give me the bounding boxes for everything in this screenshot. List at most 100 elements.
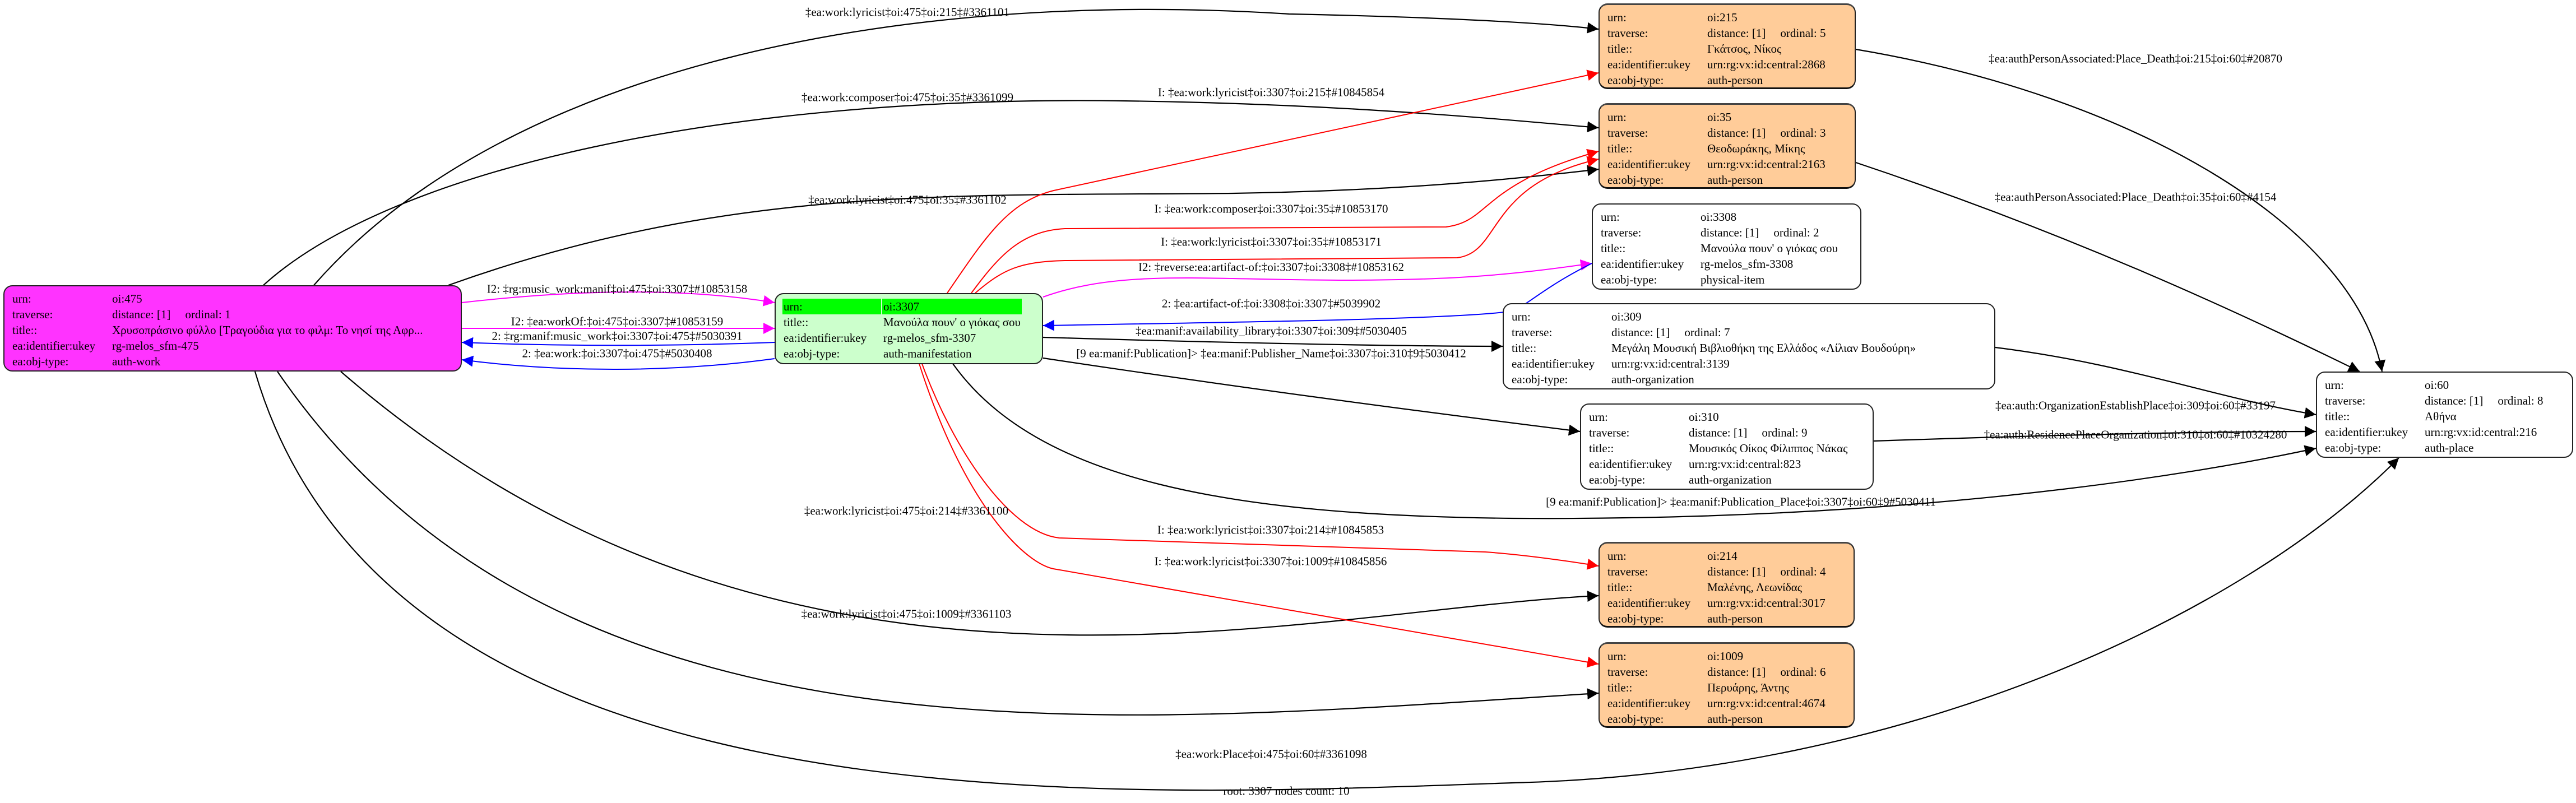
field-label: ea:identifier:ukey — [1512, 357, 1595, 370]
field-row-title: title::Μεγάλη Μουσική Βιβλιοθήκη της Ελλ… — [1511, 340, 1917, 356]
field-row-traverse: traverse:distance: [1]ordinal: 4 — [1606, 564, 1827, 579]
field-label: title:: — [2325, 410, 2350, 423]
field-value: auth-person — [1707, 712, 1763, 726]
field-label: urn: — [1607, 549, 1627, 563]
edge-3307-to-35 — [971, 148, 1599, 294]
field-value: rg-melos_sfm-475 — [112, 339, 199, 352]
field-label: traverse: — [1601, 226, 1642, 239]
field-label: title:: — [1607, 42, 1633, 55]
field-value: urn:rg:vx:id:central:2163 — [1707, 157, 1826, 171]
edge-3307-to-310 — [1043, 357, 1581, 436]
distance-value: distance: [1] — [2425, 394, 2484, 407]
field-label: ea:identifier:ukey — [1607, 58, 1691, 71]
field-label: traverse: — [1607, 665, 1648, 679]
field-value: oi:309 — [1611, 310, 1642, 323]
field-label: ea:obj-type: — [1607, 712, 1664, 726]
field-value: auth-work — [112, 355, 161, 368]
edge-475-to-35 — [263, 100, 1599, 286]
field-value: urn:rg:vx:id:central:4674 — [1707, 697, 1826, 710]
distance-value: distance: [1] — [1689, 426, 1748, 439]
edge-label: 2: ‡ea:work:‡oi:3307‡oi:475‡#5030408 — [522, 346, 712, 360]
graph-footer: root: 3307 nodes count: 10 — [1223, 784, 1350, 798]
edge-475-to-60 — [254, 371, 2399, 791]
field-row-traverse: traverse: distance: [1]ordinal: 6 — [1606, 664, 1827, 680]
field-label: ea:obj-type: — [1589, 473, 1646, 486]
field-label: urn: — [1512, 310, 1531, 323]
edge-label: I: ‡ea:work:composer‡oi:3307‡oi:35‡#1085… — [1154, 202, 1388, 216]
edge-label: I: ‡ea:work:lyricist‡oi:3307‡oi:1009‡#10… — [1154, 554, 1387, 568]
distance-value: distance: [1] — [1707, 665, 1766, 679]
ordinal-value: ordinal: 8 — [2498, 394, 2543, 407]
field-label: ea:identifier:ukey — [1589, 457, 1672, 471]
traverse-value: distance: [1]ordinal: 6 — [1706, 664, 1827, 680]
edge-label: ‡ea:manif:availability_library‡oi:3307‡o… — [1135, 324, 1407, 338]
field-label: ea:identifier:ukey — [1607, 697, 1691, 710]
field-label: ea:identifier:ukey — [784, 331, 867, 345]
node-1009[interactable]: urn: oi:1009 traverse: distance: [1]ordinal… — [1599, 642, 1855, 728]
field-label: traverse: — [1589, 426, 1630, 439]
field-label: urn: — [1607, 649, 1627, 663]
edge-label: ‡ea:work:lyricist‡oi:475‡oi:35‡#3361102 — [808, 193, 1007, 207]
field-value: oi:35 — [1707, 110, 1732, 124]
field-value: auth-person — [1707, 73, 1763, 87]
edge-3307-to-214 — [921, 363, 1599, 570]
field-row-traverse: traverse: distance: [1]ordinal: 3 — [1606, 125, 1827, 141]
field-row-traverse: traverse:distance: [1]ordinal: 9 — [1588, 425, 1848, 440]
edge-label: 2: ‡rg:manif:music_work‡oi:3307‡oi:475‡#… — [492, 329, 743, 343]
edge-label: ‡ea:authPersonAssociated:Place_Death‡oi:… — [1989, 52, 2282, 66]
edge-label: I: ‡ea:work:lyricist‡oi:3307‡oi:215‡#108… — [1157, 85, 1385, 99]
field-row-urn: urn:oi:475 — [11, 291, 424, 307]
field-label: ea:identifier:ukey — [2325, 425, 2408, 439]
distance-value: distance: [1] — [1701, 226, 1759, 239]
traverse-value: distance: [1]ordinal: 5 — [1706, 25, 1827, 41]
field-value: auth-organization — [1689, 473, 1772, 486]
field-label: title:: — [1607, 581, 1633, 594]
field-label: urn: — [1607, 11, 1627, 24]
field-value: auth-organization — [1611, 373, 1694, 386]
field-row-urn: urn:oi:60 — [2324, 377, 2544, 393]
field-value: urn:rg:vx:id:central:2868 — [1707, 58, 1826, 71]
field-row-urn: urn:oi:35 — [1606, 109, 1827, 125]
field-label: ea:obj-type: — [1607, 73, 1664, 87]
edge-label: 2: ‡ea:artifact-of:‡oi:3308‡oi:3307‡#503… — [1161, 296, 1381, 310]
edge-3307-to-3308 — [1043, 259, 1592, 298]
field-value: oi:1009 — [1707, 649, 1744, 663]
field-row-obj-type: ea:obj-type:auth-person — [1606, 611, 1827, 626]
edge-label: I2: ‡ea:workOf:‡oi:475‡oi:3307‡#10853159 — [511, 314, 724, 328]
field-value: Χρυσοπράσινο φύλλο [Τραγούδια για το φιλ… — [112, 323, 423, 337]
field-row-urn: urn:oi:3308 — [1600, 209, 1839, 225]
field-label: urn: — [2325, 378, 2344, 392]
edge-475-to-1009 — [277, 371, 1599, 716]
distance-value: distance: [1] — [1611, 326, 1670, 339]
field-label: title:: — [1601, 242, 1626, 255]
ordinal-value: ordinal: 3 — [1780, 126, 1826, 140]
edge-35-to-60 — [1855, 161, 2360, 372]
traverse-value: distance: [1]ordinal: 2 — [1699, 225, 1839, 240]
field-row-title: title::Γκάτσος, Νίκος — [1606, 41, 1827, 57]
edge-3307-to-309 — [1043, 336, 1503, 352]
field-value: auth-manifestation — [883, 347, 972, 360]
field-row-title: title::Μαλένης, Λεωνίδας — [1606, 579, 1827, 595]
field-label: traverse: — [12, 308, 53, 321]
field-label: traverse: — [1607, 126, 1648, 140]
field-value: Μουσικός Οίκος Φίλιππος Νάκας — [1689, 442, 1848, 455]
edge-475-to-214 — [340, 371, 1599, 636]
edge-label: ‡ea:auth:ResidencePlaceOrganization‡oi:3… — [1984, 428, 2287, 442]
traverse-value: distance: [1]ordinal: 3 — [1706, 125, 1827, 141]
edge-475-to-3307 — [461, 291, 775, 307]
field-value: Μανούλα πουν' ο γιόκας σου — [1701, 242, 1838, 255]
field-row-traverse: traverse:distance: [1]ordinal: 1 — [11, 307, 424, 322]
